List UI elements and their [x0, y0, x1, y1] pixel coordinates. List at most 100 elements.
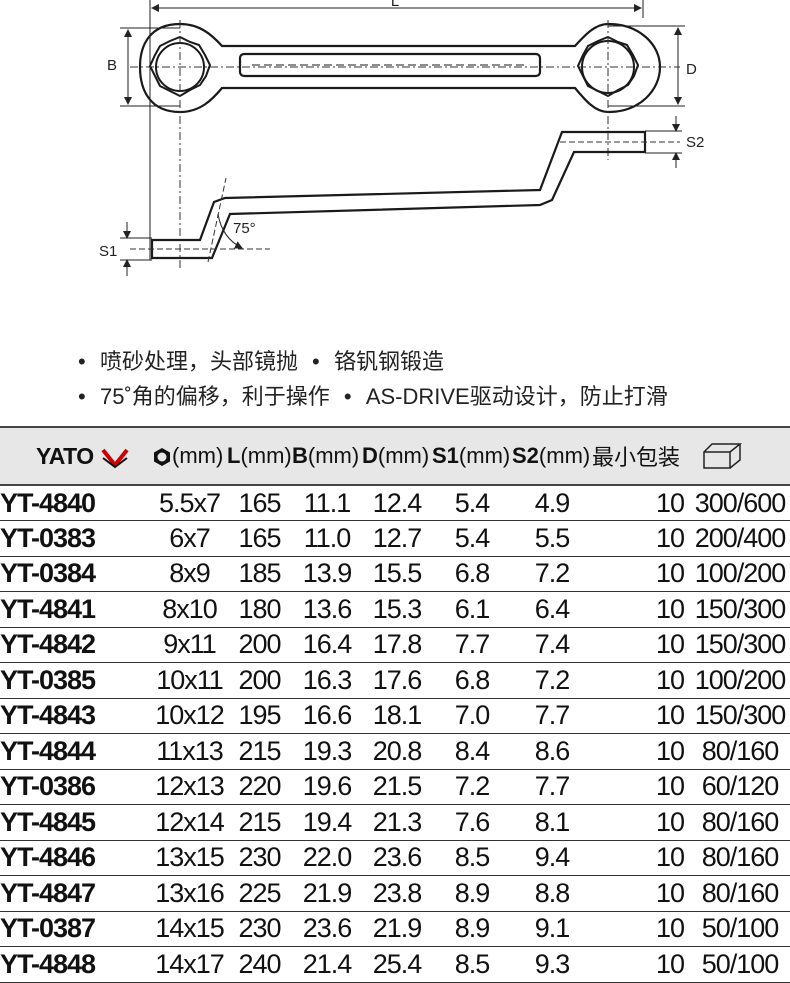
cell-L: 180 — [238, 593, 281, 624]
S1-header: S1(mm) — [432, 443, 511, 468]
min-pack-header: 最小包装 — [592, 445, 681, 470]
dim-D-label: D — [686, 61, 697, 78]
cell-min: 10 — [655, 842, 685, 873]
cell-S1: 5.4 — [454, 487, 491, 518]
cell-code: YT-4848 — [0, 948, 96, 979]
cell-code: YT-4842 — [0, 629, 96, 660]
cell-S2: 4.9 — [534, 487, 571, 518]
cell-L: 200 — [238, 629, 281, 660]
cell-S1: 6.8 — [454, 664, 491, 695]
cell-B: 21.4 — [302, 948, 353, 979]
cell-S2: 7.2 — [534, 664, 571, 695]
cell-B: 21.9 — [302, 877, 353, 908]
cell-box: 300/600 — [694, 487, 787, 518]
cell-L: 165 — [238, 487, 281, 518]
cell-box: 80/160 — [701, 735, 780, 766]
cell-box: 150/300 — [694, 593, 787, 624]
cell-D: 25.4 — [372, 948, 423, 979]
cell-D: 21.5 — [372, 771, 423, 802]
cell-size: 8x9 — [169, 558, 211, 589]
cell-S2: 9.4 — [534, 842, 571, 873]
cell-code: YT-4844 — [0, 735, 96, 766]
cell-B: 22.0 — [302, 842, 353, 873]
dim-S2-label: S2 — [686, 134, 704, 151]
cell-D: 18.1 — [372, 700, 423, 731]
cell-code: YT-0386 — [0, 771, 96, 802]
bullet-icon: • — [78, 384, 86, 409]
cell-min: 10 — [655, 948, 685, 979]
cell-S1: 7.7 — [454, 629, 491, 660]
feature-text: AS-DRIVE驱动设计，防止打滑 — [365, 384, 668, 409]
cell-box: 200/400 — [694, 522, 787, 553]
box-header — [690, 427, 790, 485]
cell-L: 165 — [238, 522, 281, 553]
cell-S2: 6.4 — [534, 593, 571, 624]
cell-S2: 7.4 — [534, 629, 571, 660]
cell-S2: 8.6 — [534, 735, 571, 766]
cell-S1: 8.9 — [454, 877, 491, 908]
cell-min: 10 — [655, 771, 685, 802]
cell-B: 11.0 — [303, 522, 352, 553]
cell-size: 14x17 — [155, 948, 225, 979]
cell-box: 100/200 — [694, 664, 787, 695]
cell-min: 10 — [655, 664, 685, 695]
cell-D: 17.8 — [372, 629, 423, 660]
cell-L: 220 — [238, 771, 281, 802]
bullet-icon: • — [343, 384, 352, 409]
cell-min: 10 — [655, 522, 685, 553]
cell-box: 150/300 — [694, 629, 787, 660]
feature-text: 喷砂处理，头部镜抛 — [100, 349, 299, 374]
S2-header: S2(mm) — [512, 443, 591, 468]
cell-size: 11x13 — [156, 735, 224, 766]
cell-box: 80/160 — [701, 877, 780, 908]
cell-code: YT-4840 — [0, 487, 96, 518]
feature-text: 铬钒钢锻造 — [334, 349, 445, 374]
B-header: B(mm) — [292, 443, 360, 468]
cell-box: 80/160 — [701, 842, 780, 873]
cell-min: 10 — [655, 700, 685, 731]
cell-L: 230 — [238, 913, 281, 944]
cell-B: 16.4 — [302, 629, 353, 660]
cell-size: 6x7 — [169, 522, 211, 553]
cell-S1: 8.5 — [454, 842, 491, 873]
cell-S1: 8.5 — [454, 948, 491, 979]
cell-code: YT-4843 — [0, 700, 96, 731]
cell-code: YT-0384 — [0, 558, 96, 589]
cell-code: YT-4841 — [0, 593, 96, 624]
cell-min: 10 — [655, 735, 685, 766]
cell-B: 13.9 — [302, 558, 353, 589]
cell-B: 19.3 — [302, 735, 353, 766]
cell-S1: 7.2 — [454, 771, 491, 802]
nut-icon — [154, 448, 170, 467]
cell-box: 50/100 — [701, 948, 780, 979]
cell-S2: 7.7 — [534, 771, 571, 802]
cell-box: 150/300 — [694, 700, 787, 731]
cell-D: 17.6 — [372, 664, 423, 695]
cell-B: 19.4 — [302, 806, 353, 837]
cell-box: 50/100 — [701, 913, 780, 944]
cell-S2: 8.1 — [534, 806, 571, 837]
cell-L: 225 — [238, 877, 281, 908]
cell-min: 10 — [655, 487, 685, 518]
cell-D: 15.5 — [372, 558, 423, 589]
cell-B: 16.6 — [302, 700, 353, 731]
side-view — [150, 130, 647, 260]
spec-table: YATO (mm) L(mm) B(mm) D(mm) S1(mm) S2(mm… — [0, 426, 790, 983]
box-icon — [703, 443, 742, 469]
bullet-icon: • — [78, 349, 86, 374]
cell-code: YT-0383 — [0, 522, 96, 553]
cell-D: 12.4 — [372, 487, 423, 518]
cell-L: 200 — [238, 664, 281, 695]
dim-S1-label: S1 — [99, 243, 117, 260]
cell-S2: 9.1 — [534, 913, 571, 944]
